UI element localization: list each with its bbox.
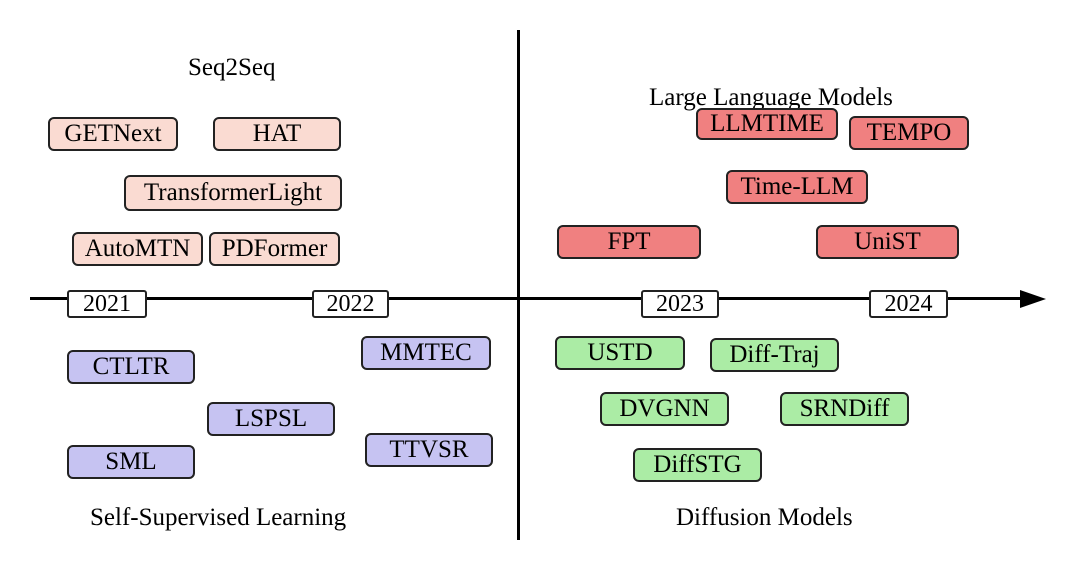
year-label: 2021 [67, 290, 147, 318]
model-box-sml: SML [67, 445, 195, 479]
ssl-title: Self-Supervised Learning [90, 504, 347, 531]
model-box-getnext: GETNext [48, 117, 178, 151]
model-box-unist: UniST [816, 225, 959, 259]
model-box-srndiff: SRNDiff [780, 392, 909, 426]
model-box-pdformer: PDFormer [209, 232, 340, 266]
year-label: 2024 [869, 290, 948, 318]
vertical-divider [517, 30, 520, 540]
model-box-hat: HAT [213, 117, 341, 151]
model-box-ttvsr: TTVSR [365, 433, 493, 467]
year-label: 2023 [641, 290, 719, 318]
model-box-dvgnn: DVGNN [600, 392, 729, 426]
diffusion-title: Diffusion Models [676, 504, 853, 531]
model-box-llmtime: LLMTIME [696, 108, 838, 140]
model-box-automtn: AutoMTN [72, 232, 203, 266]
model-box-ustd: USTD [555, 336, 685, 370]
model-box-fpt: FPT [557, 225, 701, 259]
model-box-diffstg: DiffSTG [633, 448, 762, 482]
timeline-axis [30, 297, 1022, 300]
model-box-time-llm: Time-LLM [726, 170, 868, 204]
model-box-ctltr: CTLTR [67, 350, 195, 384]
timeline-arrowhead [1020, 290, 1046, 308]
seq2seq-title: Seq2Seq [188, 54, 276, 81]
model-box-diff-traj: Diff-Traj [710, 338, 839, 372]
model-box-tempo: TEMPO [849, 116, 969, 150]
year-label: 2022 [312, 290, 389, 318]
llm-title: Large Language Models [649, 84, 893, 111]
model-box-lspsl: LSPSL [207, 402, 335, 436]
model-box-transformerlight: TransformerLight [124, 175, 342, 211]
model-box-mmtec: MMTEC [361, 336, 491, 370]
